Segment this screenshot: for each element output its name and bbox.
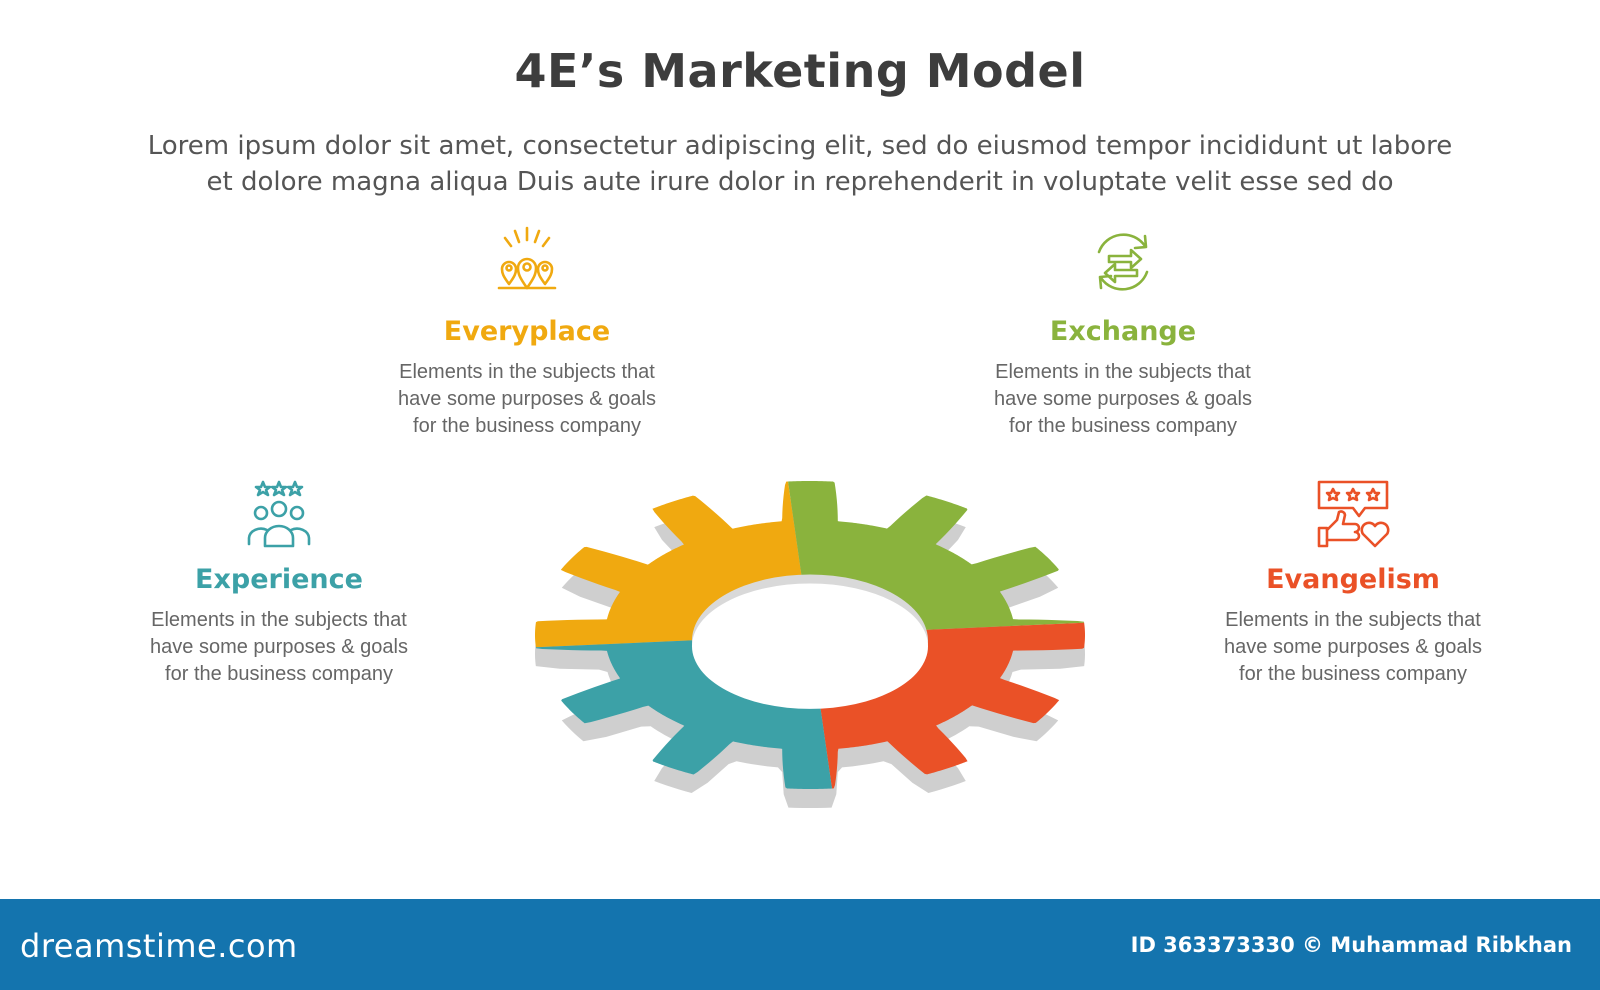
gear-hole: [692, 583, 928, 709]
item-exchange: Exchange Elements in the subjects that h…: [958, 222, 1288, 440]
people-rating-icon: [247, 480, 311, 548]
desc-line: Elements in the subjects that: [1225, 609, 1481, 631]
footer-credit: ID 363373330 © Muhammad Ribkhan: [1130, 933, 1572, 957]
item-experience: Experience Elements in the subjects that…: [114, 478, 444, 688]
item-description: Elements in the subjects that have some …: [362, 359, 692, 440]
exchange-arrows-icon: [1097, 233, 1149, 291]
gear-diagram: [535, 481, 1085, 809]
item-title: Evangelism: [1266, 564, 1440, 595]
item-title: Experience: [195, 564, 363, 595]
item-title: Everyplace: [443, 316, 611, 347]
desc-line: have some purposes & goals: [398, 388, 656, 410]
desc-line: for the business company: [413, 415, 641, 437]
desc-line: for the business company: [1009, 415, 1237, 437]
footer-brand: dreamstime.com: [20, 927, 298, 965]
subtitle-line: Lorem ipsum dolor sit amet, consectetur …: [147, 131, 1453, 161]
page-subtitle: Lorem ipsum dolor sit amet, consectetur …: [60, 128, 1540, 200]
desc-line: for the business company: [165, 663, 393, 685]
review-like-icon: [1317, 480, 1390, 548]
item-description: Elements in the subjects that have some …: [114, 607, 444, 688]
subtitle-line: et dolore magna aliqua Duis aute irure d…: [206, 167, 1394, 197]
desc-line: for the business company: [1239, 663, 1467, 685]
location-pins-icon: [497, 226, 557, 290]
item-evangelism: Evangelism Elements in the subjects that…: [1188, 478, 1518, 688]
desc-line: Elements in the subjects that: [151, 609, 407, 631]
desc-line: have some purposes & goals: [994, 388, 1252, 410]
item-description: Elements in the subjects that have some …: [1188, 607, 1518, 688]
item-everyplace: Everyplace Elements in the subjects that…: [362, 222, 692, 440]
item-title: Exchange: [1049, 316, 1197, 347]
desc-line: have some purposes & goals: [150, 636, 408, 658]
footer-bar: dreamstime.com ID 363373330 © Muhammad R…: [0, 899, 1600, 990]
desc-line: have some purposes & goals: [1224, 636, 1482, 658]
item-description: Elements in the subjects that have some …: [958, 359, 1288, 440]
desc-line: Elements in the subjects that: [995, 361, 1251, 383]
page-title: 4E’s Marketing Model: [514, 44, 1086, 98]
desc-line: Elements in the subjects that: [399, 361, 655, 383]
